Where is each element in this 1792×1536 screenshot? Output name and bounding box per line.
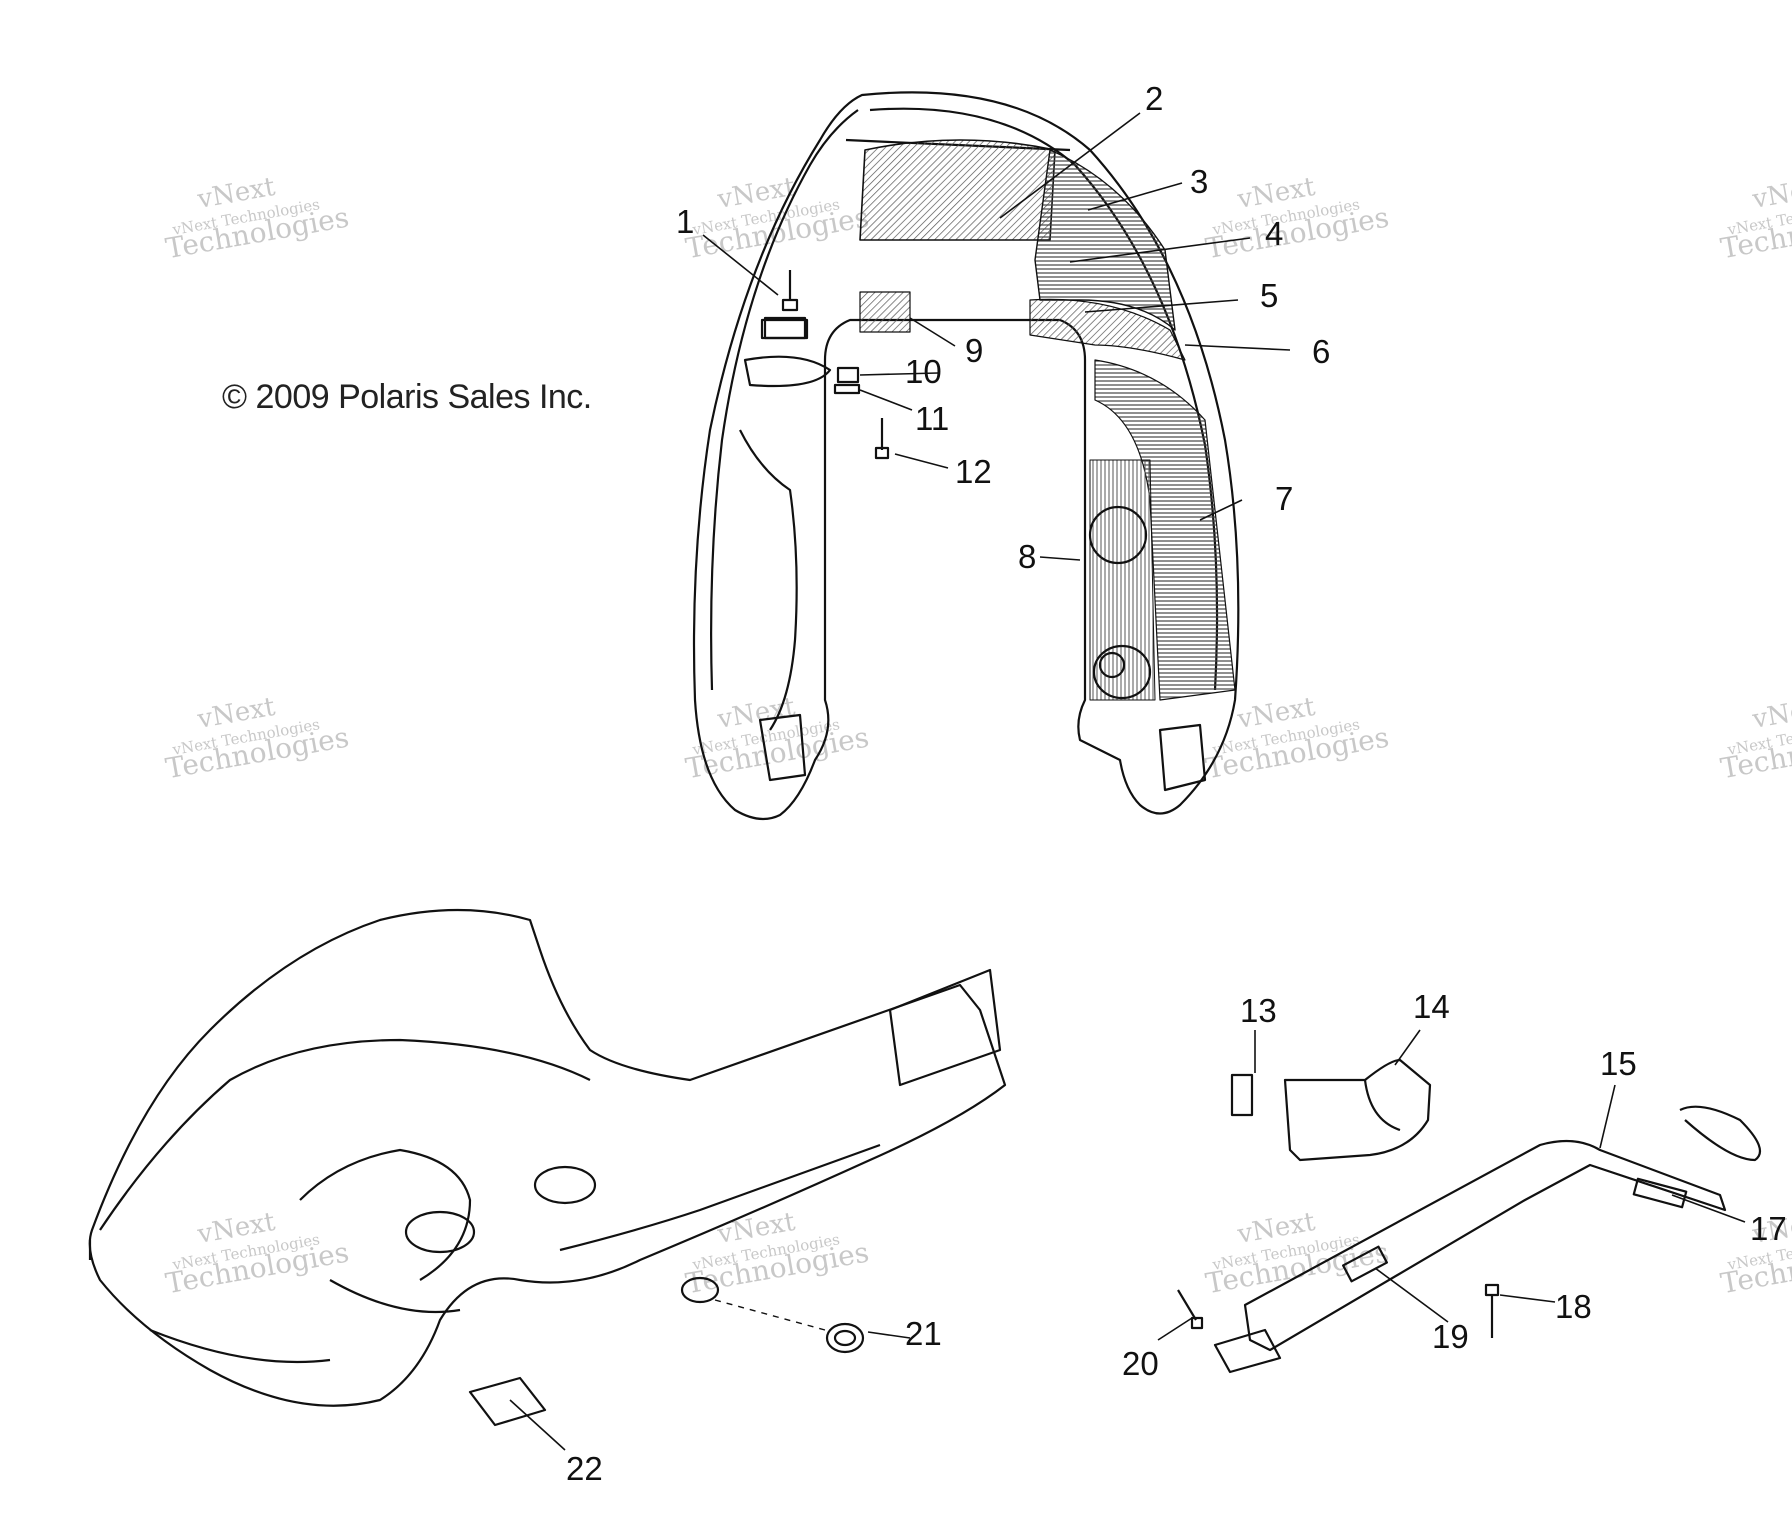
- callout-22: 22: [566, 1450, 603, 1487]
- callout-7: 7: [1275, 480, 1293, 517]
- watermark: vNext vNext Technologies Technologies: [163, 692, 351, 785]
- hood-perspective: [88, 908, 1007, 1427]
- callout-10: 10: [905, 353, 942, 390]
- callout-2: 2: [1145, 80, 1163, 117]
- callout-1: 1: [676, 203, 694, 240]
- callout-19: 19: [1432, 1318, 1469, 1355]
- callout-5: 5: [1260, 277, 1278, 314]
- callout-13: 13: [1240, 992, 1277, 1029]
- hood-top-view: [692, 91, 1240, 821]
- callout-9: 9: [965, 332, 983, 369]
- callout-18: 18: [1555, 1288, 1592, 1325]
- parts-group: [1177, 1058, 1762, 1374]
- callout-labels: 1 2 3 4 5 6 7 8 9 10 11 12 13 14 15 17 1…: [566, 80, 1787, 1487]
- callout-3: 3: [1190, 163, 1208, 200]
- leader-lines: [509, 112, 1746, 1451]
- callout-12: 12: [955, 453, 992, 490]
- watermark: vNext vNext Technologies Technologies: [1718, 692, 1792, 785]
- callout-20: 20: [1122, 1345, 1159, 1382]
- watermark: vNext vNext Technologies Technologies: [1718, 172, 1792, 265]
- pad-13: [1230, 1073, 1254, 1117]
- watermark: vNext vNext Technologies Technologies: [1203, 692, 1391, 785]
- callout-8: 8: [1018, 538, 1036, 575]
- watermark: vNext vNext Technologies Technologies: [683, 172, 871, 265]
- callout-15: 15: [1600, 1045, 1637, 1082]
- svg-text:vNext: vNext: [1749, 172, 1792, 215]
- callout-11: 11: [915, 400, 949, 437]
- watermark: vNext vNext Technologies Technologies: [1203, 1207, 1391, 1300]
- watermark: vNext vNext Technologies Technologies: [163, 1207, 351, 1300]
- callout-21: 21: [905, 1315, 942, 1352]
- callout-17: 17: [1750, 1210, 1787, 1247]
- bracket-14: [1283, 1058, 1432, 1162]
- panel-15: [1243, 1139, 1727, 1352]
- watermark: vNext vNext Technologies Technologies: [683, 1207, 871, 1300]
- copyright-text: © 2009 Polaris Sales Inc.: [222, 378, 592, 416]
- watermark: vNext vNext Technologies Technologies: [163, 172, 351, 265]
- callout-4: 4: [1265, 215, 1283, 252]
- svg-text:vNext: vNext: [1749, 692, 1792, 735]
- watermark: vNext vNext Technologies Technologies: [683, 692, 871, 785]
- callout-14: 14: [1413, 988, 1450, 1025]
- callout-6: 6: [1312, 333, 1330, 370]
- watermark: vNext vNext Technologies Technologies: [1203, 172, 1391, 265]
